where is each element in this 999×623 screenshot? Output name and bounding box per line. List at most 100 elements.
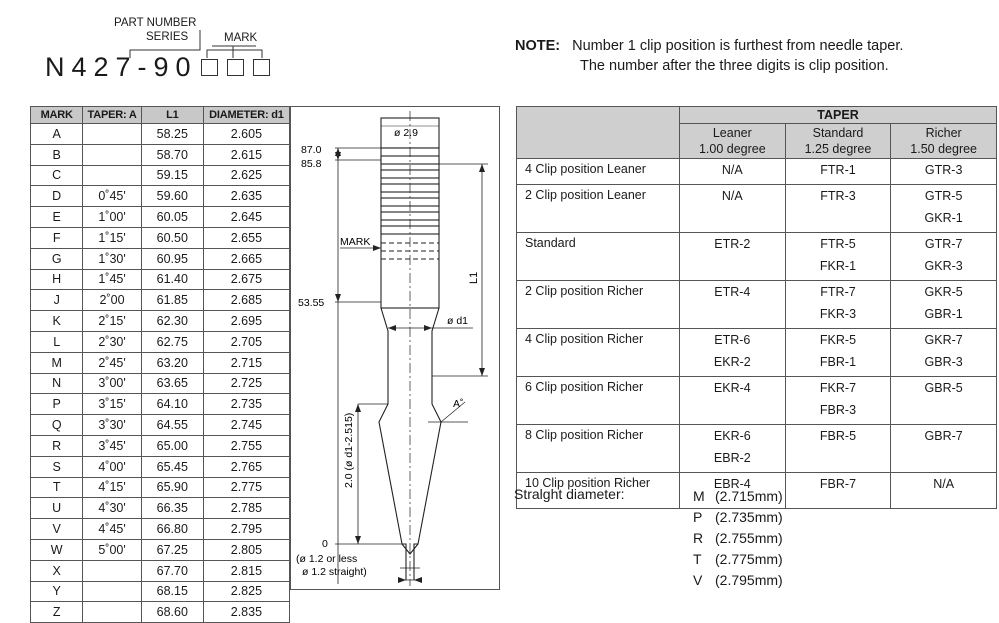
needle-code: FBR-5 [819,429,857,443]
straight-mark: T [693,551,702,567]
mark-cell: S [29,455,84,478]
l1-cell: 60.95 [140,247,204,270]
l1-cell: 65.00 [140,434,204,457]
taper-cell: 3˚45' [82,434,142,457]
diameter-cell: 2.625 [202,164,291,187]
note-line-2: The number after the three digits is cli… [580,58,889,74]
mark-cell: T [29,476,84,499]
needle-code: EKR-6 [713,429,751,443]
taper-cell [82,580,142,603]
straight-diameter-item: M(2.715mm) [693,486,783,507]
diameter-cell: 2.725 [202,372,291,395]
richer-cell: GBR-7 [890,424,997,473]
vertical-dim-label: 2.0 (ø d1-2.515) [343,413,355,488]
dia-top-label: ø 2.9 [394,127,418,139]
mark-cell: C [29,164,84,187]
taper-cell: 3˚30' [82,414,142,436]
straight-mark: M [693,488,705,504]
needle-code: ETR-6 [714,333,751,347]
straight-value: (2.755mm) [715,530,783,546]
mark-cell: H [29,268,84,291]
straight-diameter-label: Stralght diameter: [514,486,625,502]
l1-cell: 58.70 [140,143,204,166]
l1-cell: 64.55 [140,414,204,436]
diameter-cell: 2.805 [202,538,291,561]
straight-diameter-item: R(2.755mm) [693,528,783,549]
mark-cell: W [29,538,84,561]
mark-table-header: MARK TAPER: A L1 DIAMETER: d1 [29,106,291,124]
needle-code: GTR-7 [924,237,963,251]
diameter-cell: 2.615 [202,143,291,166]
taper-cell [82,559,142,582]
part-number-label: PART NUMBER [114,17,197,29]
l1-cell: 68.15 [140,580,204,603]
needle-code: EKR-2 [713,355,751,369]
bottom-note-1: (ø 1.2 or less [296,553,357,565]
needle-code: GBR-5 [924,381,963,395]
l1-cell: 58.25 [140,123,204,145]
l1-cell: 63.20 [140,351,204,374]
needle-code: FKR-5 [819,333,857,347]
mark-cell: E [29,206,84,228]
note-label: NOTE: [515,38,561,54]
clip-position-cell: 6 Clip position Richer [516,376,680,425]
mark-cell: B [29,143,84,166]
l1-cell: 63.65 [140,372,204,395]
diameter-cell: 2.785 [202,497,291,520]
diameter-cell: 2.705 [202,330,291,353]
l1-cell: 62.75 [140,330,204,353]
taper-cell: 4˚30' [82,497,142,520]
standard-cell: FBR-7 [784,472,892,509]
taper-cell: 2˚30' [82,330,142,353]
mark-cell: Y [29,580,84,603]
mark-cell: K [29,310,84,332]
taper-cell [82,164,142,187]
leaner-cell: N/A [679,184,786,233]
leaner-cell: ETR-4 [679,280,786,329]
taper-cell: 1˚30' [82,247,142,270]
l1-cell: 65.90 [140,476,204,499]
standard-cell: FBR-5 [784,424,892,473]
diameter-cell: 2.655 [202,226,291,249]
needle-code: GKR-7 [924,333,963,347]
mark-cell: V [29,518,84,540]
diameter-cell: 2.645 [202,206,291,228]
needle-code: FTR-3 [820,189,856,203]
mark-cell: N [29,372,84,395]
needle-code: N/A [721,189,743,203]
needle-code: ETR-2 [714,237,751,251]
mark-cell: G [29,247,84,270]
l1-cell: 60.50 [140,226,204,249]
mark-cell: U [29,497,84,520]
clip-position-cell: 10 Clip position Richer [516,472,680,509]
dim-top-label: 87.0 [301,144,322,156]
diameter-cell: 2.835 [202,601,291,623]
diameter-cell: 2.635 [202,185,291,208]
needle-code: GTR-5 [924,189,963,203]
diameter-cell: 2.735 [202,393,291,416]
taper-cell: 4˚00' [82,455,142,478]
diameter-cell: 2.795 [202,518,291,540]
l1-cell: 66.80 [140,518,204,540]
